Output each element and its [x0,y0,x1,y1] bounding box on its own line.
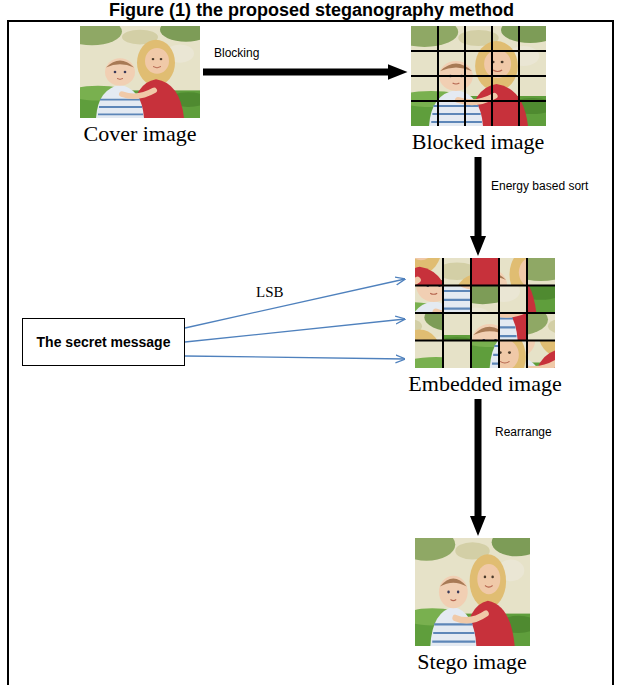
flow-arrow [203,69,396,76]
flow-arrow [475,399,482,524]
node-label: The secret message [37,333,171,351]
node-label: Cover image [83,118,196,147]
message-box: The secret message [22,318,185,366]
node-label: Embedded image [408,368,561,397]
figure-title: Figure (1) the proposed steganography me… [0,0,623,20]
image-node: Embedded image [405,258,565,397]
image-node: Cover image [77,26,203,147]
flow-arrow [475,157,482,244]
photo-illustration [411,26,546,126]
embed-arrow [185,319,405,342]
arrow-label: Energy based sort [490,179,589,194]
arrow-label: Blocking [213,46,260,61]
block-grid [415,258,555,368]
image-node: Stego image [412,538,533,675]
photo-illustration [80,26,200,118]
image-node: Blocked image [408,26,549,155]
node-label: Stego image [417,646,526,675]
node-label: Blocked image [412,126,545,155]
arrow-label: Rearrange [494,425,553,440]
block-grid [411,26,546,126]
embed-arrow [185,279,405,328]
photo-illustration [415,538,530,646]
embed-arrow [185,356,405,359]
photo-illustration [415,258,555,368]
arrow-label: LSB [255,284,285,301]
